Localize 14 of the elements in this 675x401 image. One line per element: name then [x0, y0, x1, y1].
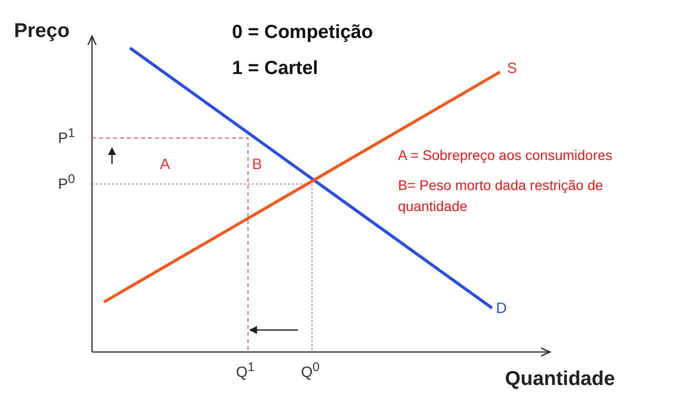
- curve-label: D: [496, 300, 507, 318]
- axis-title: Preço: [14, 20, 70, 43]
- legend-note: 1 = Cartel: [232, 58, 318, 80]
- area-label: B: [252, 156, 262, 174]
- legend-note: 0 = Competição: [232, 22, 373, 44]
- quantity-label: Q$^{0}$: [301, 360, 320, 382]
- price-label: P$^{0}$: [58, 172, 75, 194]
- note-text: A = Sobrepreço aos consumidores: [398, 147, 612, 164]
- note-text: B= Peso morto dada restrição de quantidade: [398, 176, 604, 216]
- area-label: A: [160, 156, 170, 174]
- curve-label: S: [507, 60, 518, 78]
- quantity-label: Q$^{1}$: [236, 360, 255, 382]
- price-label: P$^{1}$: [58, 126, 75, 148]
- axis-title: Quantidade: [505, 368, 616, 391]
